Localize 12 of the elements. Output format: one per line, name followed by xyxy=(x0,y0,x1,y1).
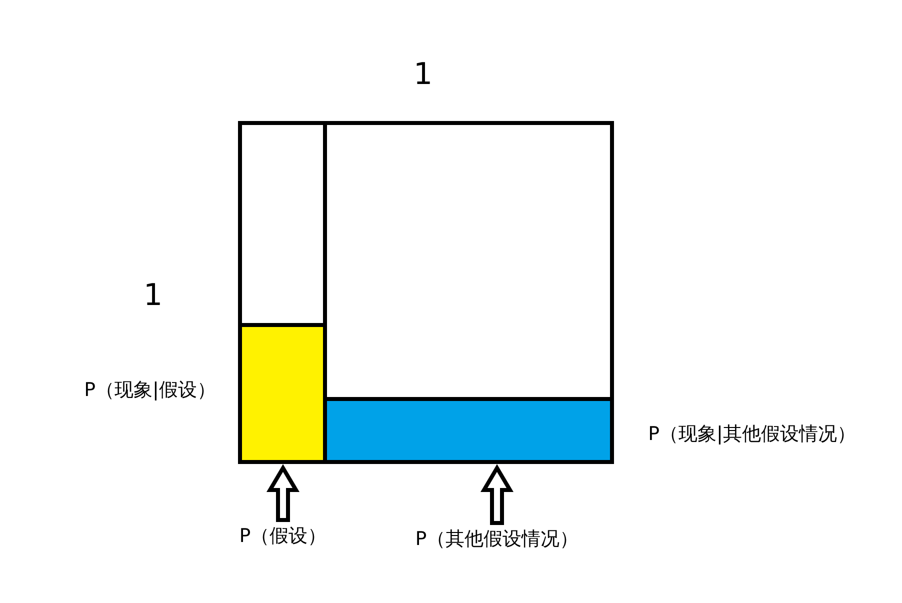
dimension-label: 1 xyxy=(412,56,434,94)
hollow-arrow xyxy=(480,464,514,525)
probability-label: P（其他假设情况） xyxy=(415,527,579,552)
square-outline xyxy=(238,121,614,464)
hollow-arrow xyxy=(266,464,300,522)
probability-bar xyxy=(242,323,323,460)
probability-bar xyxy=(327,397,610,460)
probability-label: P（假设） xyxy=(239,524,327,549)
probability-label: P（现象|假设） xyxy=(83,378,217,403)
column-box xyxy=(242,125,327,460)
dimension-label: 1 xyxy=(142,277,164,315)
probability-label: P（现象|其他假设情况） xyxy=(647,422,857,447)
